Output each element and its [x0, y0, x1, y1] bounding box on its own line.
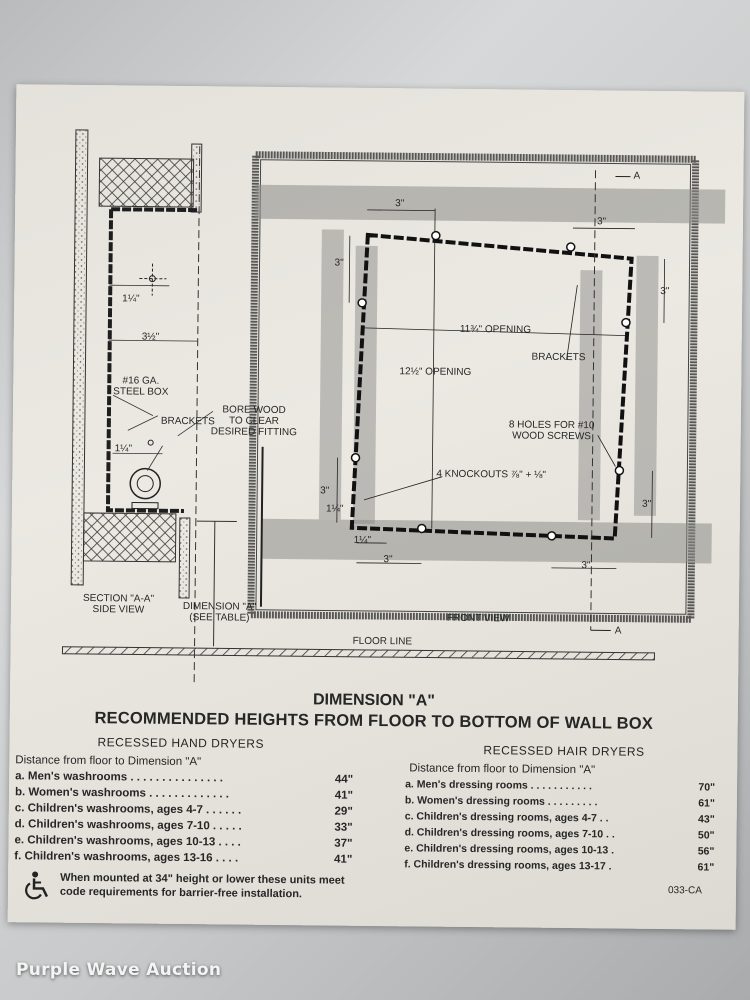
installation-drawing — [61, 129, 726, 687]
fv-top-3: 3" — [395, 198, 405, 210]
list-item: e. Children's dressing rooms, ages 10-13… — [404, 842, 715, 858]
dimension-a-line — [213, 521, 216, 647]
side-brackets-label: BRACKETS — [160, 415, 215, 428]
hair-dryers-subheading: Distance from floor to Dimension "A" — [409, 762, 596, 777]
front-view-label: FRONT VIEW — [446, 612, 510, 625]
wheelchair-icon — [25, 871, 49, 900]
list-item: e. Children's washrooms, ages 10-13 . . … — [14, 834, 353, 850]
watermark: Purple Wave Auction — [16, 960, 222, 980]
dim-1-25b-label: 1¼" — [114, 443, 133, 455]
knockouts-label: 4 KNOCKOUTS ⅞" + ⅛" — [436, 468, 547, 481]
list-item: f. Children's washrooms, ages 13-16 . . … — [14, 850, 353, 866]
fv-bottom-right-3: 3" — [581, 560, 591, 572]
fv-right-3: 3" — [660, 285, 670, 298]
section-a-top-label: A — [633, 170, 641, 182]
list-item: b. Women's dressing rooms . . . . . . . … — [404, 794, 715, 810]
dimension-a-label: DIMENSION "A" (SEE TABLE) — [182, 600, 257, 624]
list-item: b. Women's washrooms . . . . . . . . . .… — [14, 786, 354, 802]
front-view-drawing — [247, 151, 726, 631]
screw-holes-label: 8 HOLES FOR #10 WOOD SCREWS — [508, 419, 595, 443]
hair-dryers-heading: RECESSED HAIR DRYERS — [483, 743, 645, 759]
opening-width-label: 11¾" OPENING — [459, 323, 532, 336]
fv-left-3: 3" — [334, 257, 344, 269]
list-item: a. Men's washrooms . . . . . . . . . . .… — [15, 770, 354, 786]
dim-3-5-label: 3½" — [141, 331, 160, 343]
dim-1-25-label: 1¼" — [122, 293, 140, 305]
floor-line — [61, 646, 655, 661]
hand-dryers-subheading: Distance from floor to Dimension "A" — [15, 754, 202, 769]
fv-bl-1-25: 1¼" — [325, 503, 344, 515]
fv-right-low-3: 3" — [641, 498, 652, 510]
fv-bottom-3: 3" — [383, 554, 393, 566]
fv-top-right-3: 3" — [596, 216, 607, 228]
fv-bottom-1-25: 1¼" — [353, 534, 372, 546]
part-code: 033-CA — [667, 885, 702, 897]
instruction-placard: 1¼" 3½" #16 GA. STEEL BOX BRACKETS 1¼" S… — [7, 84, 745, 930]
steel-box-label: #16 GA. STEEL BOX — [113, 375, 169, 398]
fv-brackets-label: BRACKETS — [531, 351, 586, 364]
list-item: f. Children's dressing rooms, ages 13-17… — [404, 858, 715, 874]
section-a-bottom-label: A — [614, 625, 622, 637]
side-view-drawing — [70, 129, 214, 687]
list-item: d. Children's washrooms, ages 7-10 . . .… — [14, 818, 353, 834]
floor-line-label: FLOOR LINE — [352, 635, 413, 648]
bore-wood-label: BORE WOOD TO CLEAR DESIRED FITTING — [210, 404, 297, 439]
opening-height-label: 12½" OPENING — [399, 366, 472, 378]
list-item: d. Children's dressing rooms, ages 7-10 … — [404, 826, 715, 842]
list-item: c. Children's washrooms, ages 4-7 . . . … — [14, 802, 353, 818]
list-item: c. Children's dressing rooms, ages 4-7 .… — [404, 810, 715, 826]
fv-bl-3: 3" — [320, 485, 330, 497]
hand-dryers-heading: RECESSED HAND DRYERS — [97, 735, 265, 751]
section-aa-label: SECTION "A-A" SIDE VIEW — [82, 592, 155, 616]
barrier-free-footnote: When mounted at 34" height or lower thes… — [59, 871, 345, 901]
list-item: a. Men's dressing rooms . . . . . . . . … — [405, 778, 716, 794]
